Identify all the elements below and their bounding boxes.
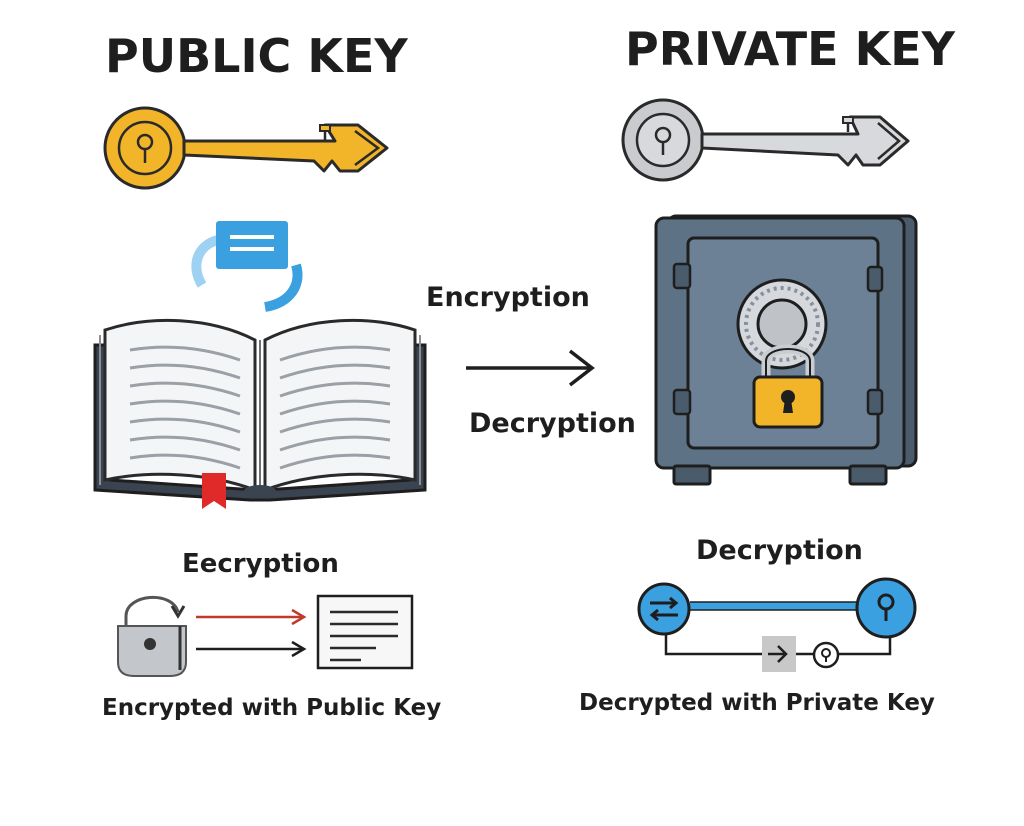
safe-icon — [654, 214, 918, 486]
private-key-title: PRIVATE KEY — [625, 22, 955, 76]
private-key-icon — [621, 98, 910, 182]
exchange-icon — [637, 582, 691, 636]
encryption-label: Encryption — [426, 282, 590, 313]
public-key-icon — [103, 106, 389, 190]
right-panel-caption: Decrypted with Private Key — [579, 690, 935, 716]
document-icon — [316, 594, 414, 670]
bookmark-icon — [202, 473, 226, 509]
open-book-icon — [93, 318, 427, 502]
right-arrow — [466, 349, 595, 387]
decryption-label: Decryption — [469, 408, 636, 439]
padlock-icon — [752, 344, 824, 429]
left-panel-caption: Encrypted with Public Key — [102, 695, 442, 721]
keyhole-icon — [855, 577, 917, 639]
right-panel-heading: Decryption — [696, 535, 863, 566]
public-key-title: PUBLIC KEY — [105, 29, 408, 83]
gateway-icon — [762, 636, 796, 672]
message-bubble-icon — [191, 221, 303, 312]
left-panel-heading: Eecryption — [182, 549, 339, 579]
open-padlock-icon — [117, 596, 187, 677]
small-keyhole-icon — [812, 641, 840, 669]
encrypt-arrows — [196, 608, 307, 658]
